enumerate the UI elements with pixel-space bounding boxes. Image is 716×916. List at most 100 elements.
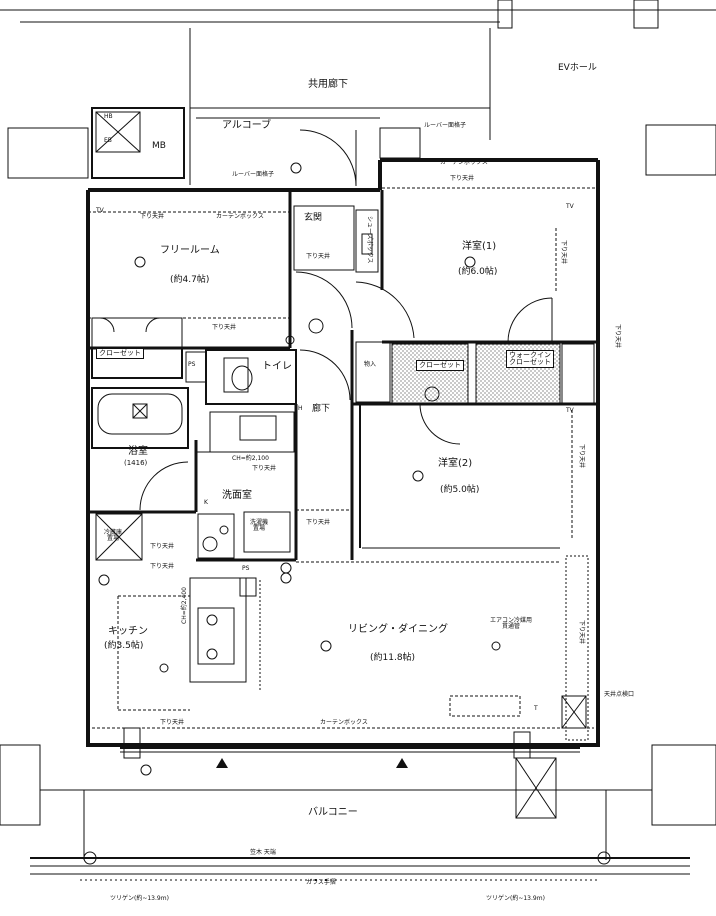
bath-size: (1416) (124, 459, 148, 467)
soffit-western1-side: 下り天井 (560, 240, 567, 265)
closet-narrow (561, 343, 595, 405)
ev-hall-label: EVホール (558, 63, 597, 73)
washer-space (243, 511, 291, 553)
western2-size: (約5.0帖) (440, 485, 480, 495)
soffit-ldk-side: 下り天井 (578, 620, 585, 645)
washroom-label: 洗面室 (222, 490, 252, 501)
ceiling-inspection-label: 天井点検口 (604, 691, 635, 698)
soffit-western2-side: 下り天井 (578, 444, 585, 469)
fridge-space (95, 513, 143, 561)
toilet-label: トイレ (262, 361, 292, 372)
genkan-area (293, 205, 355, 271)
soffit-western1-top: 下り天井 (450, 175, 475, 182)
louver-label-left: ルーバー面格子 (232, 171, 274, 178)
top-right-column (633, 0, 659, 29)
kitchen-size: (約3.5帖) (104, 641, 144, 651)
light-alcove (290, 162, 302, 174)
shoe-box (355, 209, 379, 273)
balcony-arrow-right (396, 758, 408, 768)
western1-door-swing (507, 297, 553, 343)
light-ldk-entry-2 (280, 572, 292, 584)
soffit-ldk-bottom: 下り天井 (160, 719, 185, 726)
bath-label: 浴室 (128, 446, 148, 457)
left-column-bottom (0, 744, 41, 826)
light-balcony (140, 764, 152, 776)
hb-eb-box (95, 111, 141, 153)
shoe-box-label: シューズボックス (366, 216, 373, 264)
closet-door-1 (99, 317, 115, 333)
light-closet (424, 386, 440, 402)
balcony-post-right (597, 851, 611, 865)
bathtub (97, 393, 183, 435)
alcove-pier (379, 127, 421, 159)
washroom-cabinet (197, 513, 235, 559)
soffit-right-side: 下り天井 (614, 324, 621, 349)
light-corridor-2 (285, 335, 295, 345)
hb-label: HB (104, 113, 113, 120)
free-room-size: (約4.7帖) (170, 275, 210, 285)
light-ac (491, 641, 501, 651)
soffit-corridor: 下り天井 (306, 519, 331, 526)
light-corridor-1 (308, 318, 324, 334)
ceiling-height-label: CH=約2,100 (232, 455, 269, 462)
western2-door-swing (419, 403, 461, 445)
ldk-size: (約11.8帖) (370, 653, 416, 663)
louver-label-top: ルーバー面格子 (424, 122, 466, 129)
common-corridor-label: 共用廊下 (308, 79, 348, 90)
storage-box (355, 341, 391, 403)
washer-label: 洗濯機 置場 (250, 519, 269, 532)
washbasin (239, 415, 277, 441)
balcony-outdoor-unit (515, 757, 557, 819)
right-column-top (645, 124, 716, 176)
unit-outer-wall (86, 190, 600, 747)
western2-label: 洋室(2) (438, 458, 473, 469)
western1-size: (約6.0帖) (458, 267, 498, 277)
ceiling-inspection-x2 (561, 695, 587, 729)
genkan-door-swing (295, 271, 353, 329)
ldk-label: リビング・ダイニング (348, 624, 448, 635)
handrail-label: 笠木 天端 (250, 849, 276, 856)
balcony-label: バルコニー (308, 807, 358, 818)
ldk-ac-dash-box (449, 695, 521, 717)
outdoor-unit-x2 (515, 757, 557, 819)
light-kitchen-2 (98, 574, 110, 586)
bathtub-area (91, 387, 189, 449)
soffit-fridge: 下り天井 (150, 543, 175, 550)
corridor-door-swing (355, 281, 415, 339)
shoe-box-inner (361, 233, 373, 255)
tv-label-3: TV (566, 407, 574, 414)
bath-drain-x2 (132, 403, 148, 419)
kitchen-label: キッチン (108, 626, 148, 637)
wash-fixture-1 (202, 536, 218, 552)
t-label: T (534, 705, 538, 712)
top-column (497, 0, 513, 29)
toilet-bowl (231, 365, 253, 391)
walk-in-closet-label: ウォークイン クローゼット (506, 350, 554, 368)
western1-label: 洋室(1) (462, 241, 497, 252)
free-room-closet (91, 317, 183, 349)
h-label: H (298, 405, 303, 412)
ps-label-2: PS (242, 565, 250, 572)
mb-box (91, 107, 185, 179)
soffit-free-room-top: 下り天井 (140, 213, 165, 220)
closet-door-2 (145, 317, 161, 333)
soffit-genkan: 下り天井 (306, 253, 331, 260)
corridor-label: 廊下 (312, 404, 331, 414)
left-column-top (7, 127, 89, 179)
closet-label: クローゼット (416, 360, 464, 371)
toilet-room (205, 349, 297, 405)
light-ldk-entry (280, 562, 292, 574)
wash-fixture-2 (219, 525, 229, 535)
closet-free-room-label: クローゼット (96, 348, 144, 359)
kitchen-counter (189, 577, 247, 683)
kitchen-ps-box (239, 577, 257, 597)
entry-door-swing (299, 129, 357, 187)
balcony-arrow-left (216, 758, 228, 768)
closet-box (391, 343, 469, 405)
toilet-fixture (223, 357, 249, 393)
ch-kitchen-label: CH=約2,400 (181, 587, 188, 624)
curtain-box-bottom-label: カーテンボックス (320, 719, 368, 726)
mb-label: MB (152, 141, 166, 151)
balcony-post-left (83, 851, 97, 865)
hb-cross-2 (95, 111, 141, 153)
